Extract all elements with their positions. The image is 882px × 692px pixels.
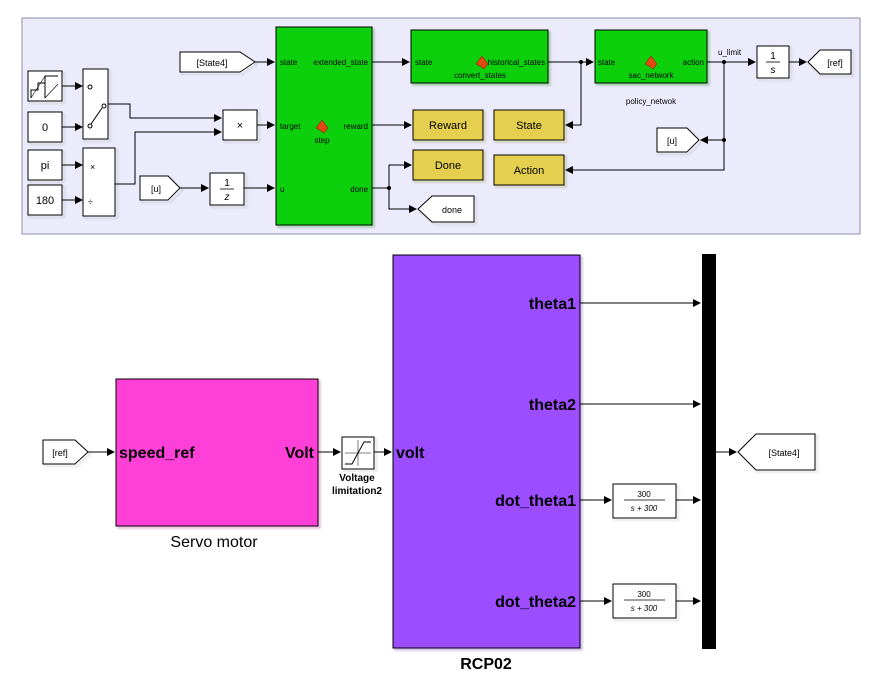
step-port-reward: reward [344,122,368,131]
transfer-function-1-block[interactable]: 300 s + 300 [612,483,677,519]
integrator-denominator: s [771,65,776,76]
action-display-label: Action [514,165,545,177]
constant-pi-label: pi [41,160,50,172]
saturation-caption-line1: Voltage [339,473,375,484]
unit-delay-numerator: 1 [224,178,230,189]
from-ref-tag[interactable]: [ref] [42,439,89,465]
step-port-done: done [350,185,368,194]
mux-block[interactable] [702,254,716,649]
sac-port-action: action [683,58,704,67]
goto-done-label: done [442,205,462,215]
matlab-function-icon [315,119,329,134]
sac-block-name: sac_network [629,71,675,80]
done-display-label: Done [435,160,461,172]
servo-port-volt: Volt [285,445,315,462]
from-u-right-tag[interactable]: [u] [656,127,700,153]
saturation-block[interactable] [341,436,375,470]
tf2-denominator: s + 300 [631,604,658,613]
rcp-port-theta2: theta2 [529,397,576,414]
matlab-function-icon [475,55,489,70]
step-port-state: state [280,58,298,67]
goto-ref-label: [ref] [827,58,843,68]
from-u-right-label: [u] [667,136,677,146]
u-limit-signal-label: u_limit [718,48,742,57]
reward-display-block[interactable]: Reward [412,109,484,141]
goto-ref-tag[interactable]: [ref] [807,49,852,75]
multiply-symbol: × [237,120,243,132]
convert-states-block[interactable] [410,29,549,84]
integrator-numerator: 1 [770,51,776,62]
sac-port-state: state [598,58,616,67]
goto-state4-tag[interactable]: [State4] [737,433,816,471]
top-signal-lines [62,58,807,213]
servo-motor-caption: Servo motor [170,534,258,551]
rcp02-caption: RCP02 [460,656,512,673]
unit-delay-block[interactable]: 1 z [209,172,245,206]
product-divide-block[interactable]: × ÷ [82,147,116,217]
constant-pi-block[interactable]: pi [27,149,63,181]
state-display-block[interactable]: State [493,109,565,141]
manual-switch-block[interactable] [82,68,109,140]
saturation-caption-line2: limitation2 [332,486,382,497]
step-block-name: step [314,136,330,145]
rcp-port-volt: volt [396,445,425,462]
goto-state4-label: [State4] [768,448,799,458]
rcp-port-dot-theta1: dot_theta1 [495,493,576,510]
constant-zero-block[interactable]: 0 [27,111,63,143]
branch-points [387,60,726,190]
done-display-block[interactable]: Done [412,149,484,181]
from-u-left-label: [u] [151,184,161,194]
step-port-u: u [280,185,284,194]
from-state4-tag[interactable]: [State4] [179,51,256,73]
matlab-function-icon [644,55,658,70]
constant-180-block[interactable]: 180 [27,184,63,216]
from-state4-label: [State4] [196,58,227,68]
from-u-left-tag[interactable]: [u] [139,175,181,201]
policy-network-caption: policy_netwok [626,97,677,106]
tf1-numerator: 300 [637,490,651,499]
action-display-block[interactable]: Action [493,154,565,186]
unit-delay-denominator: z [224,192,230,203]
from-ref-label: [ref] [52,448,68,458]
convert-port-state: state [415,58,433,67]
constant-zero-label: 0 [42,122,48,134]
step-port-extended-state: extended_state [313,58,368,67]
state-display-label: State [516,120,542,132]
convert-block-name: convert_states [454,71,506,80]
servo-motor-block[interactable] [115,378,319,527]
goto-done-tag[interactable]: done [417,195,475,223]
bottom-signal-lines [88,299,737,605]
transfer-function-2-block[interactable]: 300 s + 300 [612,583,677,619]
multiply-block[interactable]: × [222,109,258,141]
reward-display-label: Reward [429,120,467,132]
tf1-denominator: s + 300 [631,504,658,513]
product-divide-sign: ÷ [88,197,93,207]
rcp02-block[interactable] [392,254,581,649]
integrator-block[interactable]: 1 s [756,45,790,79]
convert-port-historical-states: historical_states [488,58,545,67]
product-multiply-sign: × [90,162,95,172]
repeating-sequence-block[interactable] [27,70,63,102]
rcp-port-theta1: theta1 [529,296,576,313]
rcp-port-dot-theta2: dot_theta2 [495,594,576,611]
tf2-numerator: 300 [637,590,651,599]
constant-180-label: 180 [36,195,54,207]
step-port-target: target [280,122,301,131]
servo-port-speed-ref: speed_ref [119,445,195,462]
